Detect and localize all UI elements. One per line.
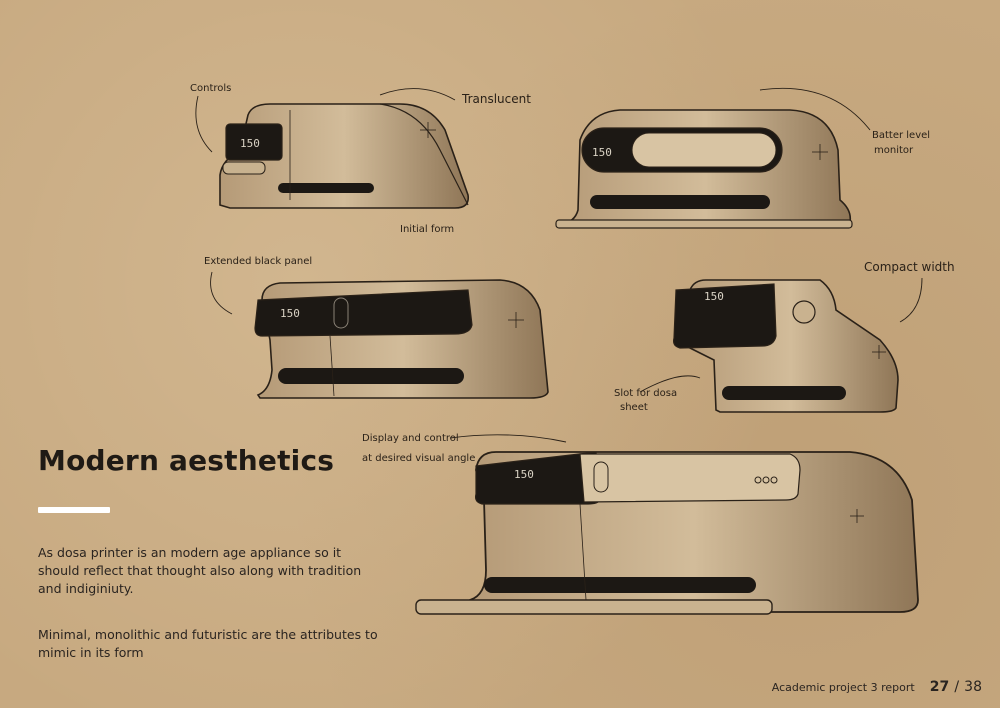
note-controls: Controls — [190, 83, 231, 94]
annotation-arrows — [195, 87, 923, 443]
note-display: Display and control — [362, 433, 459, 444]
body-paragraph-1: As dosa printer is an modern age applian… — [38, 545, 362, 596]
note-initial-form: Initial form — [400, 224, 454, 235]
note-translucent: Translucent — [461, 92, 531, 106]
note-slot: Slot for dosa — [614, 388, 677, 399]
title-underline — [38, 507, 110, 513]
sketch-display-angle: 150 — [415, 451, 919, 615]
sketch-extended-panel: 150 — [254, 279, 549, 399]
page-footer: Academic project 3 report 27 / 38 — [772, 676, 982, 695]
sketch-initial-form: 150 — [219, 103, 470, 209]
footer-report-label: Academic project 3 report — [771, 681, 915, 694]
page-title: Modern aesthetics — [38, 444, 335, 477]
page-separator: / — [954, 679, 960, 695]
screen-readout: 150 — [514, 468, 534, 481]
note-visual-angle: at desired visual angle — [362, 453, 475, 464]
sketch-compact-width: 150 — [673, 279, 899, 413]
note-sheet: sheet — [620, 402, 648, 413]
current-page-number: 27 — [929, 679, 950, 695]
screen-readout: 150 — [704, 290, 724, 303]
note-monitor: monitor — [874, 145, 914, 156]
screen-readout: 150 — [240, 137, 260, 150]
note-extended-panel: Extended black panel — [204, 256, 312, 267]
sketch-batter-monitor: 150 — [555, 109, 853, 229]
body-paragraph-2: Minimal, monolithic and futuristic are t… — [38, 627, 378, 660]
total-pages: 38 — [964, 679, 982, 695]
screen-readout: 150 — [280, 307, 300, 320]
note-batter-level: Batter level — [872, 130, 930, 141]
screen-readout: 150 — [592, 146, 612, 159]
note-compact-width: Compact width — [864, 260, 955, 274]
